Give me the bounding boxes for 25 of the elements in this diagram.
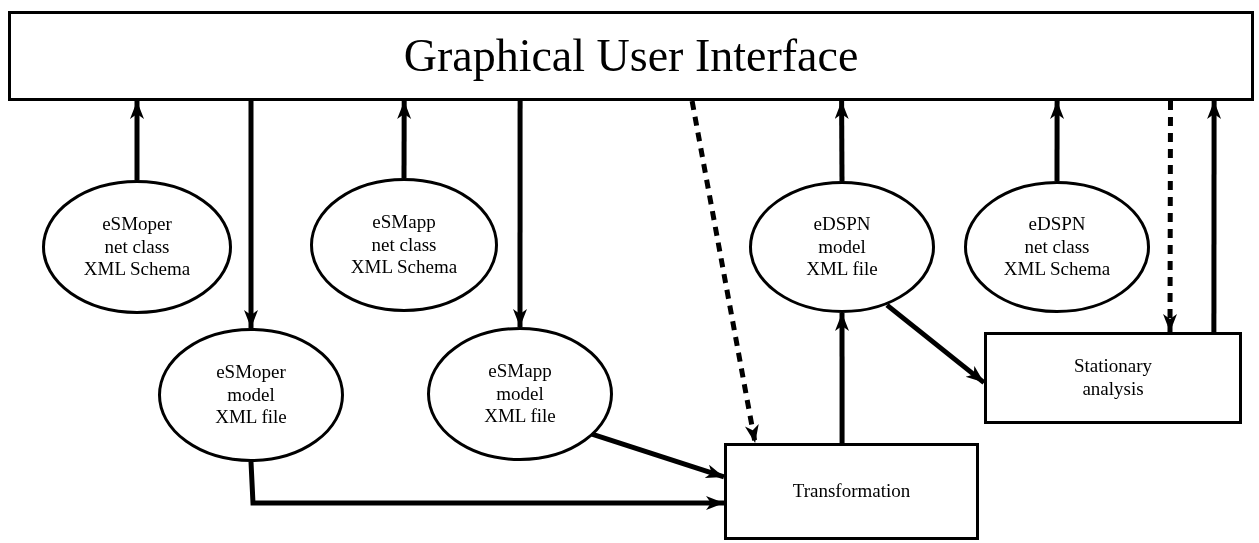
arrow bbox=[397, 101, 412, 178]
arrow bbox=[248, 461, 724, 511]
node-label: Stationary analysis bbox=[1072, 355, 1154, 401]
node-label: eDSPN net class XML Schema bbox=[1003, 212, 1111, 282]
process-box bbox=[8, 11, 1254, 101]
node-label: eSMoper net class XML Schema bbox=[83, 212, 191, 282]
arrow bbox=[885, 303, 986, 385]
arrow bbox=[834, 101, 849, 181]
arrow bbox=[835, 313, 849, 443]
node-label: eDSPN model XML file bbox=[806, 212, 878, 282]
interface-title: Graphical User Interface bbox=[403, 29, 859, 84]
node-label: eSMapp net class XML Schema bbox=[350, 210, 458, 280]
arrow bbox=[1050, 101, 1065, 181]
node-label: eSMapp model XML file bbox=[484, 359, 556, 429]
process-box bbox=[724, 443, 979, 540]
process-box bbox=[984, 332, 1242, 424]
arrow bbox=[591, 431, 725, 480]
dashed-arrow bbox=[1163, 101, 1178, 332]
arrow bbox=[513, 101, 527, 327]
arrow bbox=[130, 101, 144, 180]
arrow bbox=[244, 101, 258, 328]
arrow bbox=[1207, 101, 1222, 332]
node-label: eSMoper model XML file bbox=[215, 360, 287, 430]
dashed-arrow bbox=[689, 100, 759, 444]
node-label: Transformation bbox=[792, 480, 911, 503]
